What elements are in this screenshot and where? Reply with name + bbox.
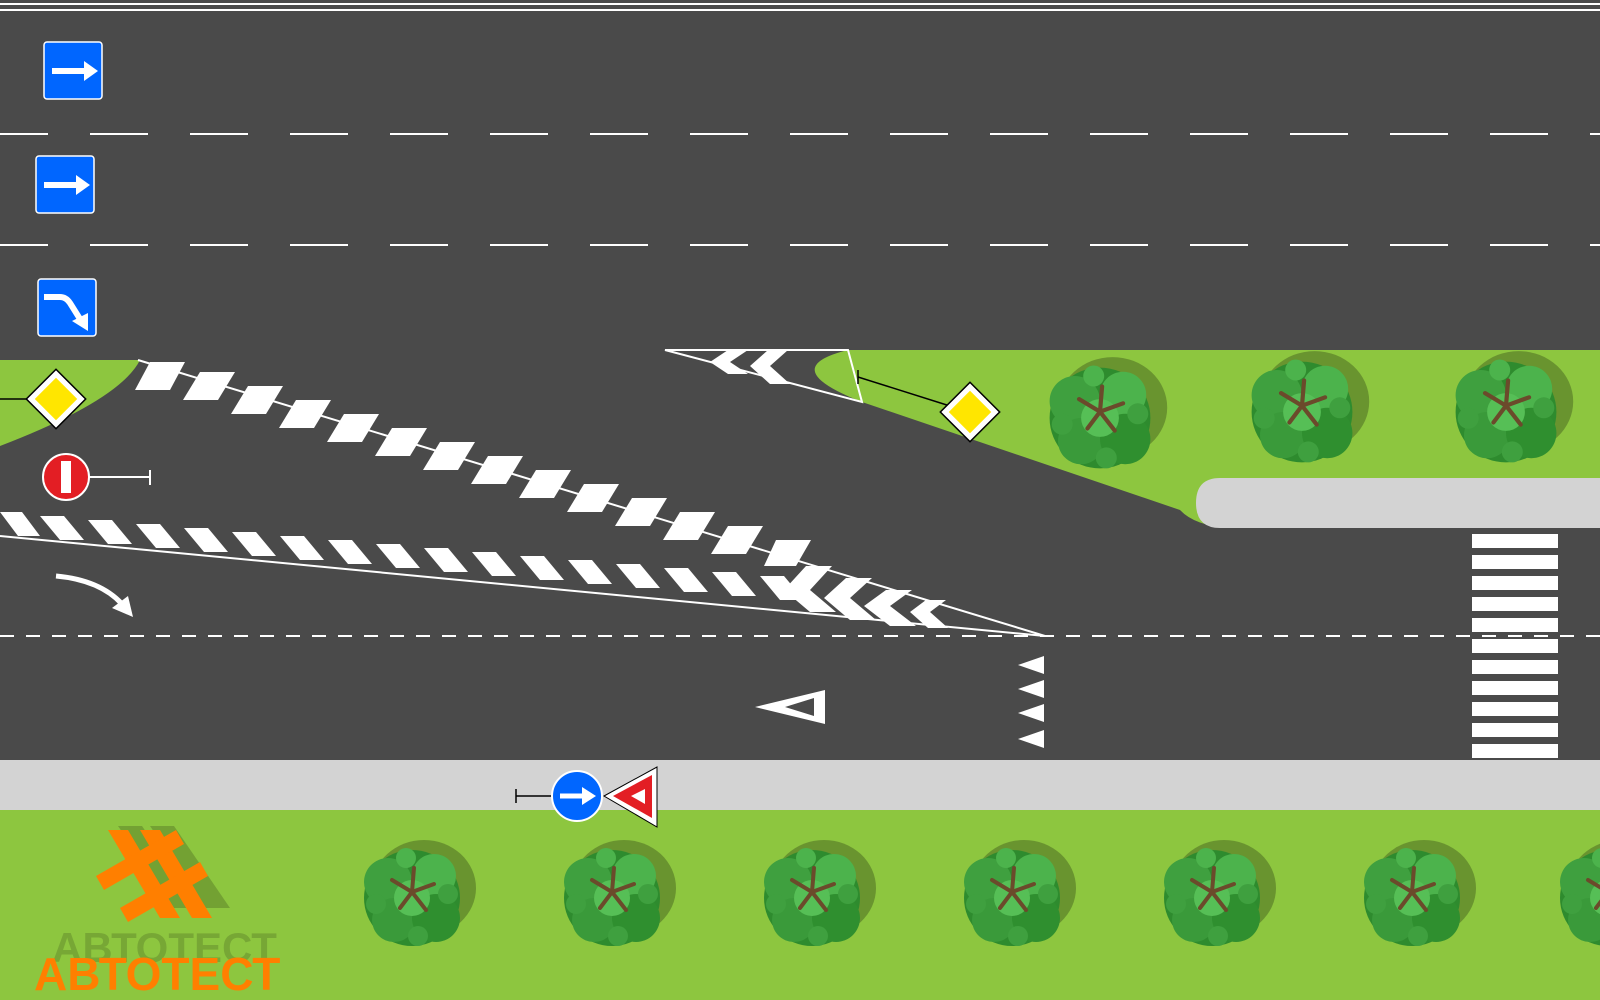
lane-direction-right-exit-sign [37, 278, 97, 337]
avtotest-logo-icon [96, 826, 230, 922]
lane-direction-straight-sign [43, 41, 103, 100]
road-edge-lines [0, 3, 1600, 11]
main-road-sign [0, 368, 87, 430]
zebra-crossing-marking [1472, 534, 1558, 758]
hatched-island-marking [0, 359, 1046, 637]
give-way-triangle-marking [755, 690, 825, 724]
no-entry-sign [42, 453, 151, 501]
lane-direction-straight-sign [35, 155, 95, 214]
logo-text-shadow: АВТОТЕСТ [52, 924, 277, 971]
shark-teeth-marking [1018, 656, 1044, 748]
keep-right-direction-sign [515, 770, 603, 822]
entrance-chevron-marking [664, 349, 864, 404]
bottom-sidewalk [0, 760, 1600, 810]
give-way-sign [602, 766, 658, 828]
logo-text: АВТОТЕСТ [34, 948, 280, 1000]
curved-right-arrow-marking [55, 573, 133, 617]
main-road-sign [857, 370, 1001, 443]
right-sidewalk [1196, 478, 1600, 528]
